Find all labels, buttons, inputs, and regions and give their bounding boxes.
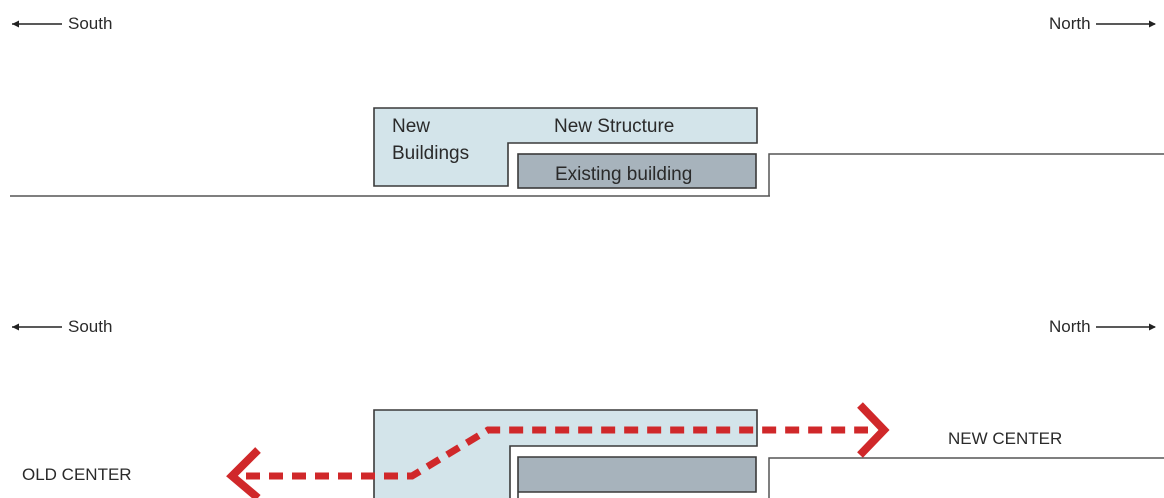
new-center-label: NEW CENTER — [948, 429, 1062, 448]
bottom-section-panel: South North NEW CENTER OLD CENTER — [12, 317, 1164, 498]
south-label-bottom: South — [68, 317, 112, 336]
north-arrow-icon — [1096, 20, 1156, 28]
south-arrow-icon-bottom — [12, 323, 62, 331]
existing-building-label: Existing building — [555, 164, 692, 185]
ground-line-north-bottom — [768, 457, 1164, 498]
arrowhead-north-icon — [857, 402, 890, 458]
new-structure-shape — [373, 107, 758, 187]
new-structure-label: New Structure — [554, 116, 674, 137]
pedestrian-path-line — [246, 426, 868, 480]
new-buildings-label-2: Buildings — [392, 143, 469, 164]
existing-building-shape — [517, 153, 757, 189]
old-center-label: OLD CENTER — [22, 465, 132, 484]
top-section-panel: South North New Buildings New Structure … — [10, 14, 1164, 197]
south-label: South — [68, 14, 112, 33]
new-structure-shape-bottom — [373, 409, 758, 498]
north-arrow-icon-bottom — [1096, 323, 1156, 331]
existing-building-shape-bottom — [517, 456, 757, 498]
new-buildings-label-1: New — [392, 116, 430, 137]
arrowhead-south-icon — [226, 447, 261, 498]
south-arrow-icon — [12, 20, 62, 28]
north-label-bottom: North — [1049, 317, 1091, 336]
ground-line-north — [768, 153, 1164, 196]
north-label: North — [1049, 14, 1091, 33]
